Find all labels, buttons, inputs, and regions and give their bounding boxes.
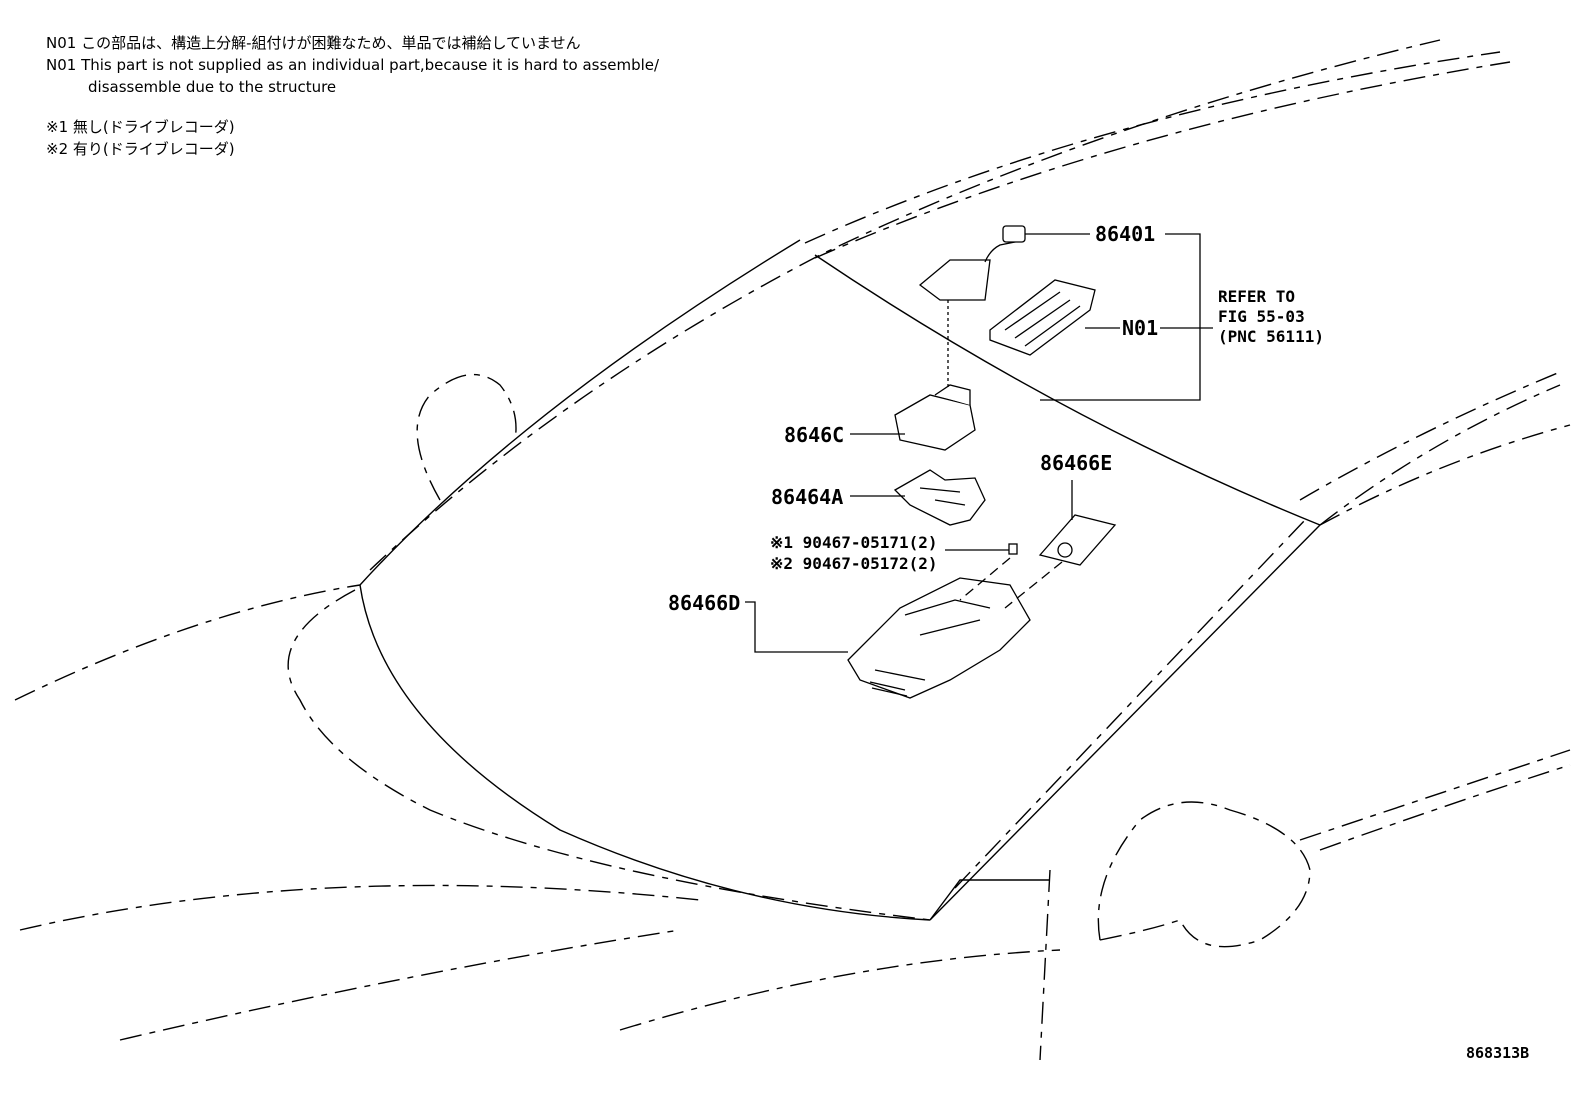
windshield-outer-edge [369, 39, 1441, 571]
figure-id: 868313B [1466, 1044, 1529, 1062]
label-86401: 86401 [1095, 222, 1155, 246]
part-n01-detail [1004, 291, 1081, 347]
roof-right-3 [1319, 424, 1571, 526]
notes-block: N01 この部品は、構造上分解‐組付けが困難なため、単品では補給していません N… [46, 32, 659, 160]
rocker-line [619, 949, 1061, 1031]
ref-line-3: (PNC 56111) [1218, 327, 1324, 346]
roof-edge-1 [804, 51, 1501, 244]
part-86466d-shape [847, 577, 1031, 699]
label-86464a: 86464A [771, 485, 843, 509]
windshield-edge [359, 239, 801, 586]
label-bolt-1: ※1 90467-05171(2) [770, 533, 938, 552]
part-86466d-detail [874, 599, 991, 681]
fender-line [119, 929, 681, 1041]
windshield-right-edge [814, 254, 1321, 526]
note-n01-english-line1: N01 This part is not supplied as an indi… [46, 56, 660, 74]
a-pillar-2 [954, 519, 1306, 889]
screw-90467 [1008, 543, 1018, 555]
part-86401-shape [918, 259, 991, 301]
label-86466d: 86466D [668, 591, 740, 615]
hood-line [287, 589, 931, 921]
right-mirror [1097, 801, 1311, 948]
ref-line-1: REFER TO [1218, 287, 1295, 306]
note-n01-japanese: N01 この部品は、構造上分解‐組付けが困難なため、単品では補給していません [46, 34, 581, 52]
vehicle-outline [14, 39, 1571, 1061]
a-pillar [929, 524, 1321, 921]
belt-line-2 [1319, 764, 1571, 851]
part-86466e-hole [1057, 542, 1073, 558]
bracket-ref [1040, 233, 1201, 401]
label-bolt-2: ※2 90467-05172(2) [770, 554, 938, 573]
callout-labels: 86401 N01 8646C 86464A 86466E 86466D ※1 … [668, 222, 1529, 1062]
roof-right-2 [1299, 371, 1561, 501]
part-86401-connector [1002, 225, 1026, 243]
label-8646c: 8646C [784, 423, 844, 447]
condition-note-1: ※1 無し(ドライブレコーダ) [46, 118, 235, 136]
dotted-link-2 [959, 557, 1011, 601]
note-n01-english-line2: disassemble due to the structure [88, 78, 337, 96]
part-8646c-top [934, 384, 971, 405]
part-86464a-shape [893, 469, 986, 526]
part-86464a-detail [919, 487, 966, 506]
leader-86466d [745, 601, 848, 653]
part-n01-shape [989, 279, 1096, 356]
part-86466d-grille [869, 681, 908, 697]
cowl-line [929, 879, 1050, 921]
belt-line-1 [1299, 749, 1571, 841]
part-8646c-body [894, 394, 976, 451]
roof-edge-2 [814, 61, 1511, 259]
hood-front [19, 884, 701, 931]
label-n01: N01 [1122, 316, 1158, 340]
hood-edge [14, 584, 361, 701]
left-mirror [416, 373, 517, 501]
part-86401-wire [984, 239, 1026, 263]
leader-lines [745, 233, 1213, 653]
roof-right-1 [1319, 384, 1561, 526]
condition-note-2: ※2 有り(ドライブレコーダ) [46, 140, 235, 158]
part-86466e-shape [1038, 514, 1117, 566]
ref-line-2: FIG 55-03 [1218, 307, 1305, 326]
windshield-bottom [359, 584, 931, 921]
door-line [1039, 869, 1051, 1061]
label-86466e: 86466E [1040, 451, 1112, 475]
dotted-link-3 [1004, 561, 1063, 609]
components [847, 225, 1117, 699]
